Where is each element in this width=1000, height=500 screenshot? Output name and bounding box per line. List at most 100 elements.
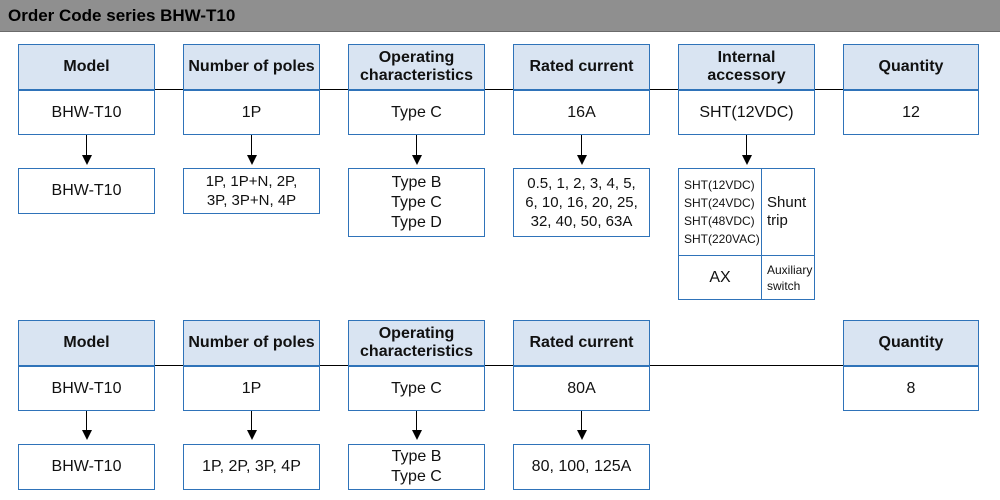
- value-label: Type C: [391, 379, 442, 397]
- header-current-1: Rated current: [513, 44, 650, 90]
- option-line: Type B: [391, 448, 442, 465]
- arrow-stem: [746, 135, 747, 157]
- option-current-1: 0.5, 1, 2, 3, 4, 5, 6, 10, 16, 20, 25, 3…: [513, 168, 650, 237]
- arrow-down-icon: [247, 430, 257, 440]
- value-label: 80A: [567, 379, 596, 397]
- option-list: Type B Type C Type D: [349, 169, 484, 236]
- option-model-1: BHW-T10: [18, 168, 155, 214]
- header-label: Rated current: [529, 334, 634, 351]
- header-label: Model: [63, 334, 110, 351]
- option-line: 32, 40, 50, 63A: [530, 213, 633, 230]
- sht-item: SHT(24VDC): [684, 196, 755, 210]
- option-line: Type C: [391, 193, 442, 211]
- sht-label-line: Shunt: [767, 194, 807, 211]
- option-line: Type C: [391, 468, 442, 485]
- value-quantity-2: 8: [843, 366, 979, 411]
- value-label: SHT(12VDC): [699, 103, 794, 121]
- option-label: 1P, 2P, 3P, 4P: [202, 458, 301, 475]
- arrow-stem: [251, 135, 252, 157]
- header-label: Internal accessory: [707, 49, 786, 84]
- arrow-stem: [581, 411, 582, 432]
- ax-label-line: Auxiliary: [767, 262, 813, 277]
- option-line: Type D: [391, 213, 442, 231]
- arrow-down-icon: [577, 430, 587, 440]
- value-label: 16A: [567, 103, 596, 121]
- arrow-down-icon: [82, 155, 92, 165]
- option-current-2: 80, 100, 125A: [513, 444, 650, 490]
- connector-line-2: [18, 365, 978, 366]
- sht-options: SHT(12VDC) SHT(24VDC) SHT(48VDC) SHT(220…: [679, 169, 762, 256]
- sht-label: Shunt trip: [762, 169, 814, 256]
- header-characteristics-1: Operating characteristics: [348, 44, 485, 90]
- header-current-2: Rated current: [513, 320, 650, 366]
- value-poles-1: 1P: [183, 90, 320, 135]
- value-model-2: BHW-T10: [18, 366, 155, 411]
- ax-label-line: switch: [767, 278, 801, 293]
- value-label: 8: [906, 379, 916, 397]
- option-poles-2: 1P, 2P, 3P, 4P: [183, 444, 320, 490]
- arrow-down-icon: [742, 155, 752, 165]
- arrow-stem: [416, 411, 417, 432]
- header-model-2: Model: [18, 320, 155, 366]
- value-label: 1P: [241, 103, 262, 121]
- header-characteristics-2: Operating characteristics: [348, 320, 485, 366]
- title-bar: Order Code series BHW-T10: [0, 0, 1000, 32]
- header-model-1: Model: [18, 44, 155, 90]
- option-line: 1P, 1P+N, 2P,: [205, 173, 298, 190]
- ax-label: Auxiliary switch: [762, 256, 814, 299]
- arrow-down-icon: [82, 430, 92, 440]
- arrow-down-icon: [412, 155, 422, 165]
- arrow-stem: [251, 411, 252, 432]
- arrow-down-icon: [247, 155, 257, 165]
- option-model-2: BHW-T10: [18, 444, 155, 490]
- header-poles-2: Number of poles: [183, 320, 320, 366]
- header-label: Operating characteristics: [360, 49, 473, 84]
- value-characteristics-1: Type C: [348, 90, 485, 135]
- value-model-1: BHW-T10: [18, 90, 155, 135]
- option-label: BHW-T10: [51, 182, 122, 199]
- option-line: Type B: [391, 173, 442, 191]
- value-label: BHW-T10: [51, 103, 122, 121]
- option-label: 80, 100, 125A: [531, 458, 632, 475]
- header-label: Number of poles: [188, 334, 315, 351]
- option-accessory-1: SHT(12VDC) SHT(24VDC) SHT(48VDC) SHT(220…: [678, 168, 815, 300]
- option-poles-1: 1P, 1P+N, 2P, 3P, 3P+N, 4P: [183, 168, 320, 214]
- option-line: 0.5, 1, 2, 3, 4, 5,: [527, 175, 636, 192]
- value-current-1: 16A: [513, 90, 650, 135]
- header-label: Rated current: [529, 58, 634, 75]
- sht-item: SHT(220VAC): [684, 232, 760, 246]
- arrow-stem: [416, 135, 417, 157]
- value-poles-2: 1P: [183, 366, 320, 411]
- value-label: Type C: [391, 103, 442, 121]
- header-accessory-1: Internal accessory: [678, 44, 815, 90]
- header-quantity-1: Quantity: [843, 44, 979, 90]
- option-line: 3P, 3P+N, 4P: [206, 192, 297, 209]
- header-label: Operating characteristics: [360, 325, 473, 360]
- value-label: BHW-T10: [51, 379, 122, 397]
- ax-item: AX: [679, 256, 762, 299]
- arrow-down-icon: [577, 155, 587, 165]
- sht-item: SHT(48VDC): [684, 214, 755, 228]
- ax-item-label: AX: [709, 268, 731, 286]
- option-characteristics-1: Type B Type C Type D: [348, 168, 485, 237]
- sht-label-line: trip: [767, 212, 788, 229]
- value-quantity-1: 12: [843, 90, 979, 135]
- arrow-stem: [86, 411, 87, 432]
- value-characteristics-2: Type C: [348, 366, 485, 411]
- option-list: Type B Type C: [349, 445, 484, 489]
- option-list: 1P, 1P+N, 2P, 3P, 3P+N, 4P: [184, 169, 319, 213]
- value-label: 12: [902, 103, 920, 121]
- header-poles-1: Number of poles: [183, 44, 320, 90]
- header-label: Quantity: [878, 334, 944, 351]
- value-current-2: 80A: [513, 366, 650, 411]
- value-label: 1P: [241, 379, 262, 397]
- arrow-stem: [86, 135, 87, 157]
- value-accessory-1: SHT(12VDC): [678, 90, 815, 135]
- arrow-stem: [581, 135, 582, 157]
- header-label: Model: [63, 58, 110, 75]
- header-quantity-2: Quantity: [843, 320, 979, 366]
- option-list: 0.5, 1, 2, 3, 4, 5, 6, 10, 16, 20, 25, 3…: [514, 169, 649, 236]
- header-label: Number of poles: [188, 58, 315, 75]
- header-label: Quantity: [878, 58, 944, 75]
- option-line: 6, 10, 16, 20, 25,: [525, 194, 638, 211]
